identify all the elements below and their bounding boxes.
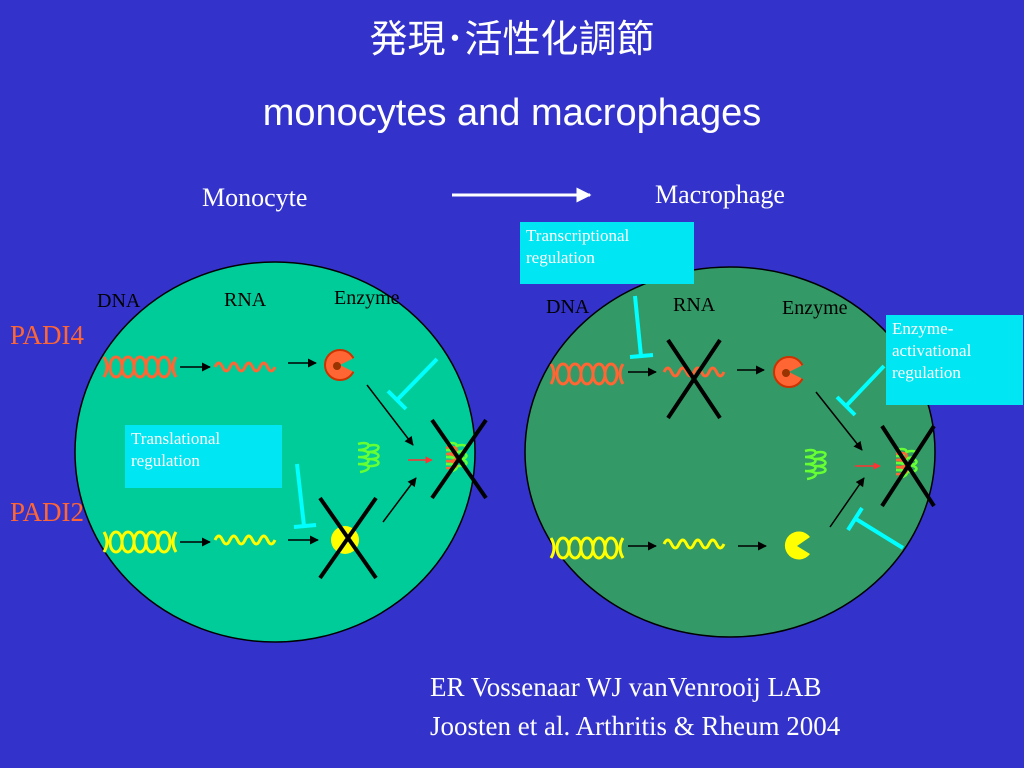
- box-line: regulation: [131, 451, 200, 470]
- box-line: activational: [892, 341, 972, 360]
- monocyte-dna-label: DNA: [97, 290, 141, 312]
- inhibitor-line: [395, 357, 439, 402]
- inhibitor-line: [854, 517, 905, 550]
- box-line: regulation: [892, 363, 961, 382]
- inhibitor-line: [633, 295, 643, 357]
- monocyte-enzyme-label: Enzyme: [334, 287, 400, 309]
- inhibitor-line: [295, 463, 306, 527]
- inhibitor-bar: [835, 395, 857, 417]
- inhibitor-bar: [386, 389, 408, 411]
- gene-label-padi4: PADI4: [10, 320, 85, 350]
- macrophage-cell: [524, 266, 936, 638]
- enzyme-notch: [340, 356, 358, 374]
- padi2-enzyme: [784, 531, 810, 560]
- box-line: Enzyme-: [892, 319, 954, 338]
- enzyme-notch: [789, 363, 807, 381]
- inhibitor-bar: [629, 353, 654, 359]
- credit-lab: ER Vossenaar WJ vanVenrooij LAB: [430, 672, 822, 702]
- inhibitor-bar: [293, 523, 317, 529]
- cross-mark: [880, 424, 936, 508]
- enzyme-activational-regulation-box: Enzyme- activational regulation: [886, 315, 1023, 405]
- inhibitor-line: [844, 364, 886, 408]
- arrow: [366, 384, 414, 446]
- cross-mark: [430, 418, 488, 500]
- cross-mark: [318, 496, 378, 580]
- cross-mark: [666, 338, 722, 420]
- monocyte-rna-label: RNA: [224, 289, 267, 311]
- macrophage-rna-label: RNA: [673, 294, 716, 316]
- inhibitor-bar: [846, 506, 864, 532]
- translational-regulation-box: Translational regulation: [125, 425, 282, 488]
- macrophage-dna-label: DNA: [546, 296, 590, 318]
- macrophage-enzyme-label: Enzyme: [782, 297, 848, 319]
- page-title-japanese: 発現･活性化調節: [369, 17, 655, 61]
- credit-reference: Joosten et al. Arthritis & Rheum 2004: [430, 711, 841, 741]
- transcriptional-regulation-box: Transcriptional regulation: [520, 222, 694, 284]
- box-line: Transcriptional: [526, 226, 630, 245]
- arrow: [382, 477, 417, 523]
- stage-label-macrophage: Macrophage: [655, 180, 785, 209]
- gene-label-padi2: PADI2: [10, 497, 85, 527]
- arrow: [815, 391, 863, 451]
- box-line: regulation: [526, 248, 595, 267]
- arrow: [829, 477, 865, 528]
- box-line: Translational: [131, 429, 221, 448]
- stage-label-monocyte: Monocyte: [202, 183, 308, 212]
- page-title: monocytes and macrophages: [262, 92, 762, 134]
